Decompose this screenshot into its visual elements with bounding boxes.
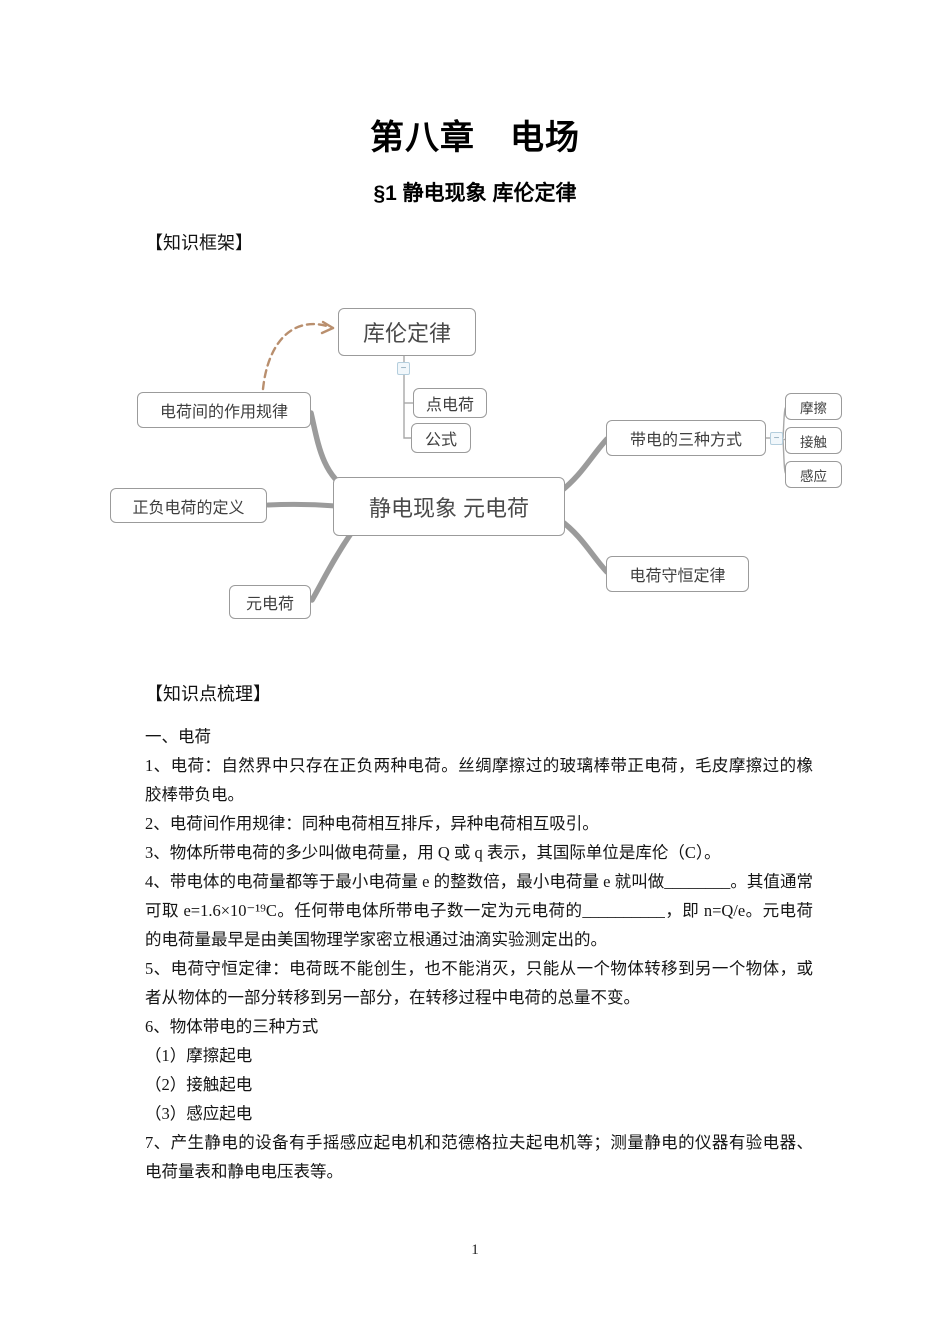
paragraph-1: 1、电荷：自然界中只存在正负两种电荷。丝绸摩擦过的玻璃棒带正电荷，毛皮摩擦过的橡… [145,756,813,804]
mindmap-node-induction: 感应 [785,461,842,488]
mindmap-node-interaction-rule: 电荷间的作用规律 [137,392,311,428]
mindmap-node-contact: 接触 [785,427,842,454]
mindmap-node-conservation: 电荷守恒定律 [606,556,749,592]
mindmap-node-center: 静电现象 元电荷 [333,477,565,536]
body-text: 一、电荷 1、电荷：自然界中只存在正负两种电荷。丝绸摩擦过的玻璃棒带正电荷，毛皮… [145,722,813,1186]
paragraph-5: 5、电荷守恒定律：电荷既不能创生，也不能消灭，只能从一个物体转移到另一个物体，或… [145,959,813,1007]
stem-coulomb-formula [403,374,411,439]
outline-heading: 【知识点梳理】 [145,684,271,704]
branch-center-to-threeways [557,436,610,495]
mindmap-connectors [261,320,787,603]
mindmap-node-formula: 公式 [411,423,471,453]
paragraph-9: （3）感应起电 [145,1104,253,1123]
mindmap-node-coulomb-law: 库伦定律 [338,308,476,356]
paragraph-2: 2、电荷间作用规律：同种电荷相互排斥，异种电荷相互吸引。 [145,814,599,833]
dashed-relationship-arrow [261,320,335,391]
mindmap-node-pos-neg-definition: 正负电荷的定义 [110,488,267,523]
paragraph-8: （2）接触起电 [145,1075,253,1094]
paragraph-7: （1）摩擦起电 [145,1046,253,1065]
paragraph-3: 3、物体所带电荷的多少叫做电荷量，用 Q 或 q 表示，其国际单位是库伦（C）。 [145,843,721,862]
branch-center-to-conservation [557,517,610,575]
branch-center-to-elementary [309,529,355,603]
framework-heading: 【知识框架】 [145,233,253,253]
section-title: §1 静电现象 库伦定律 [373,182,577,205]
branch-center-to-definition [265,501,339,509]
paragraph-10: 7、产生静电的设备有手摇感应起电机和范德格拉夫起电机等；测量静电的仪器有验电器、… [145,1133,813,1181]
paragraph-6: 6、物体带电的三种方式 [145,1017,319,1036]
mindmap-node-point-charge: 点电荷 [413,388,487,418]
collapse-toggle-icon: − [397,362,410,375]
mindmap-node-three-ways: 带电的三种方式 [606,420,766,456]
paragraph-lead: 一、电荷 [145,727,211,746]
page-number: 1 [471,1242,479,1258]
paragraph-4: 4、带电体的电荷量都等于最小电荷量 e 的整数倍，最小电荷量 e 就叫做____… [145,872,813,949]
mindmap-node-elementary-charge: 元电荷 [229,585,311,619]
collapse-toggle-icon: − [770,432,783,445]
knowledge-mindmap: 库伦定律 − 点电荷 公式 电荷间的作用规律 正负电荷的定义 元电荷 静电现象 … [0,283,950,645]
chapter-title: 第八章 电场 [370,119,580,157]
mindmap-node-friction: 摩擦 [785,393,842,420]
